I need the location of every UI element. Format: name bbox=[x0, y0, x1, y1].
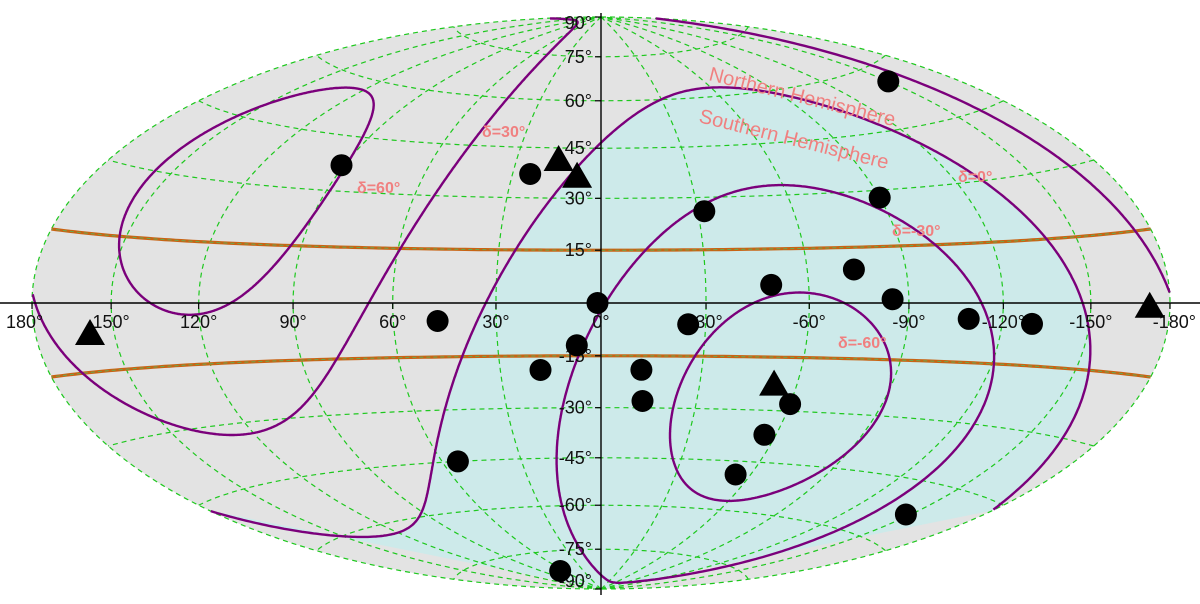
source-circle-marker bbox=[677, 313, 700, 336]
latitude-tick-label: 60° bbox=[565, 91, 592, 111]
source-circle-marker bbox=[630, 358, 653, 381]
source-circle-marker bbox=[724, 463, 747, 486]
latitude-tick-label: -75° bbox=[559, 539, 592, 559]
southern-hemisphere-region bbox=[209, 87, 1091, 589]
source-circle-marker bbox=[330, 154, 353, 177]
declination-contour bbox=[668, 291, 893, 503]
longitude-tick-label: -150° bbox=[1069, 312, 1112, 332]
declination-labels: δ=60° δ=30° δ=0° δ=-30° δ=-60° bbox=[357, 124, 992, 352]
source-circle-marker bbox=[631, 390, 654, 412]
source-circle-marker bbox=[760, 273, 783, 296]
dec-label-p60: δ=60° bbox=[357, 180, 400, 197]
longitude-tick-label: 180° bbox=[6, 312, 43, 332]
source-circle-marker bbox=[894, 503, 917, 526]
latitude-tick-label: -30° bbox=[559, 398, 592, 418]
source-circle-marker bbox=[877, 70, 900, 93]
meridian-line bbox=[392, 16, 602, 590]
latitude-tick-label: -45° bbox=[559, 448, 592, 468]
source-circle-marker bbox=[881, 288, 904, 311]
source-markers bbox=[75, 70, 1165, 582]
source-circle-marker bbox=[868, 186, 891, 209]
longitude-tick-label: -90° bbox=[892, 312, 925, 332]
source-triangle-marker bbox=[1134, 291, 1165, 318]
source-circle-marker bbox=[586, 292, 609, 314]
longitude-tick-label: -60° bbox=[793, 312, 826, 332]
latitude-tick-label: 90° bbox=[565, 13, 592, 33]
source-circle-marker bbox=[1021, 312, 1043, 335]
declination-contour bbox=[555, 183, 996, 584]
source-triangle-marker bbox=[562, 161, 593, 188]
longitude-tick-label: 60° bbox=[379, 312, 406, 332]
galactic-band-inner bbox=[51, 355, 1151, 378]
latitude-tick-label: 45° bbox=[565, 138, 592, 158]
dec-label-0: δ=0° bbox=[958, 169, 992, 186]
source-circle-marker bbox=[753, 423, 776, 446]
latitude-tick-label: -60° bbox=[559, 495, 592, 515]
longitude-tick-label: 30° bbox=[482, 312, 509, 332]
source-circle-marker bbox=[446, 450, 469, 473]
latitude-tick-label: 15° bbox=[565, 240, 592, 260]
source-circle-marker bbox=[519, 163, 542, 185]
longitude-tick-label: 120° bbox=[180, 312, 217, 332]
longitude-tick-label: 90° bbox=[279, 312, 306, 332]
declination-contour bbox=[655, 17, 1171, 293]
source-circle-marker bbox=[529, 359, 552, 381]
source-circle-marker bbox=[842, 258, 865, 281]
latitude-tick-label: 75° bbox=[565, 47, 592, 67]
source-circle-marker bbox=[565, 334, 588, 357]
southern-fill bbox=[209, 87, 1091, 589]
source-circle-marker bbox=[426, 310, 449, 332]
longitude-tick-label: 150° bbox=[93, 312, 130, 332]
source-triangle-marker bbox=[75, 319, 105, 345]
source-triangle-marker bbox=[543, 145, 574, 171]
source-circle-marker bbox=[957, 307, 980, 330]
longitude-tick-label: -120° bbox=[982, 312, 1025, 332]
source-circle-marker bbox=[693, 200, 716, 223]
latitude-tick-label: 30° bbox=[565, 188, 592, 208]
source-circle-marker bbox=[779, 393, 802, 416]
source-circle-marker bbox=[549, 560, 572, 582]
dec-label-m60: δ=-60° bbox=[838, 335, 887, 352]
longitude-tick-label: 0° bbox=[592, 312, 609, 332]
dec-label-p30: δ=30° bbox=[482, 124, 525, 141]
dec-label-m30: δ=-30° bbox=[892, 223, 941, 240]
declination-contour bbox=[31, 17, 579, 437]
declination-contour bbox=[117, 86, 375, 316]
galactic-band-inner bbox=[51, 228, 1151, 251]
source-triangle-marker bbox=[759, 369, 790, 396]
